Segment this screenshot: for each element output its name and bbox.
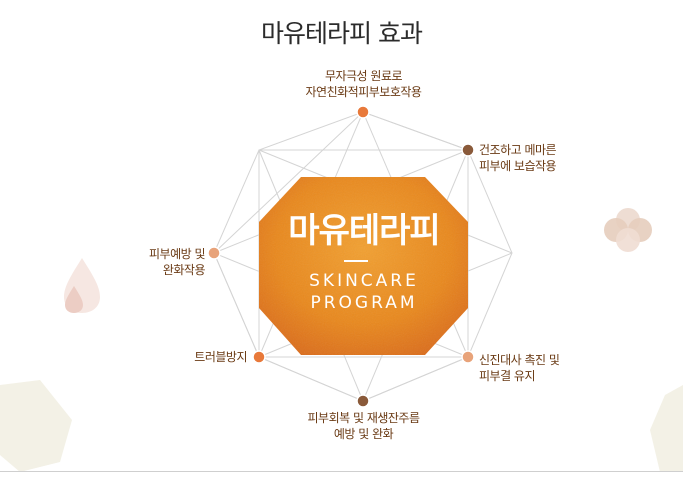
effect-dot-1 [356, 105, 370, 119]
page-title: 마유테라피 효과 [261, 19, 423, 48]
effect-label-4: 피부회복 및 재생잔주름 예방 및 완화 [307, 411, 420, 441]
right-decoration [604, 208, 683, 472]
effect-label-5: 트러블방지 [194, 350, 247, 364]
effect-dot-4 [356, 394, 370, 408]
effect-dot-6 [207, 246, 221, 260]
effect-dot-3 [461, 350, 475, 364]
center-divider [344, 260, 368, 262]
center-title: 마유테라피 [288, 211, 440, 251]
effect-label-6: 피부예방 및 완화작용 [148, 247, 206, 277]
effect-dot-5 [252, 350, 266, 364]
left-decoration [0, 258, 100, 472]
effect-dot-2 [461, 143, 475, 157]
center-subtitle-line1: SKINCARE [309, 271, 419, 291]
center-subtitle-line2: PROGRAM [310, 293, 418, 313]
effect-dots [207, 105, 475, 408]
effect-label-1: 무자극성 원료로 자연친화적피부보호작용 [305, 69, 422, 99]
effect-label-2: 건조하고 메마른 피부에 보습작용 [479, 143, 557, 173]
bottom-divider [0, 471, 683, 472]
effect-label-3: 신진대사 촉진 및 피부결 유지 [479, 353, 560, 383]
center-octagon [259, 177, 468, 355]
